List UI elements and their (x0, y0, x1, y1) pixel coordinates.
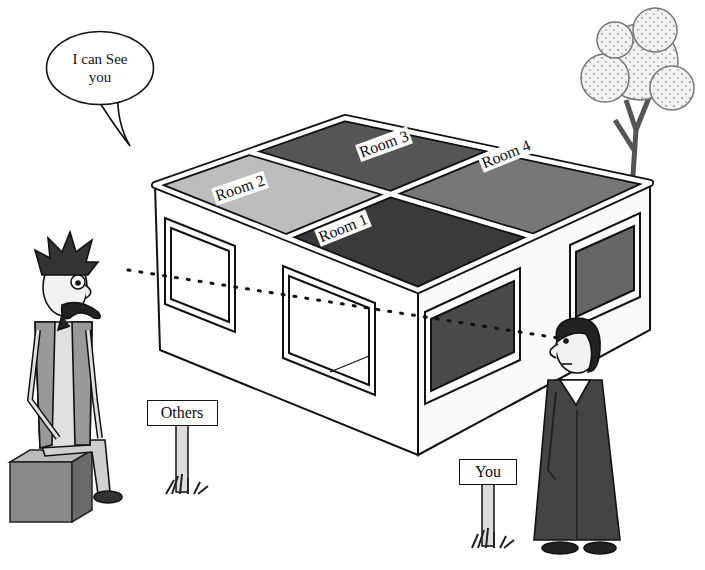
others-person (30, 232, 122, 503)
grass (166, 474, 514, 548)
box-seat (10, 450, 92, 522)
bubble-outline (45, 30, 155, 106)
room-label: Room 1 (314, 210, 372, 247)
sign-board: You (459, 459, 517, 485)
wall-tops (155, 118, 650, 290)
right-wall (418, 183, 650, 455)
you-person (534, 318, 620, 554)
room-label: Room 2 (211, 171, 269, 206)
sign-text: Others (161, 403, 204, 422)
sign-posts (176, 424, 494, 546)
room-label: Room 4 (477, 136, 535, 173)
sign-board: Others (147, 400, 218, 426)
windows (165, 213, 640, 404)
sight-line (128, 270, 558, 338)
sign-text: You (475, 462, 501, 481)
speech-text: I can See you (69, 50, 131, 86)
speech-bubble: I can See you (45, 30, 155, 106)
tree (581, 8, 694, 190)
left-wall (155, 185, 418, 455)
room-label: Room 3 (355, 126, 413, 161)
